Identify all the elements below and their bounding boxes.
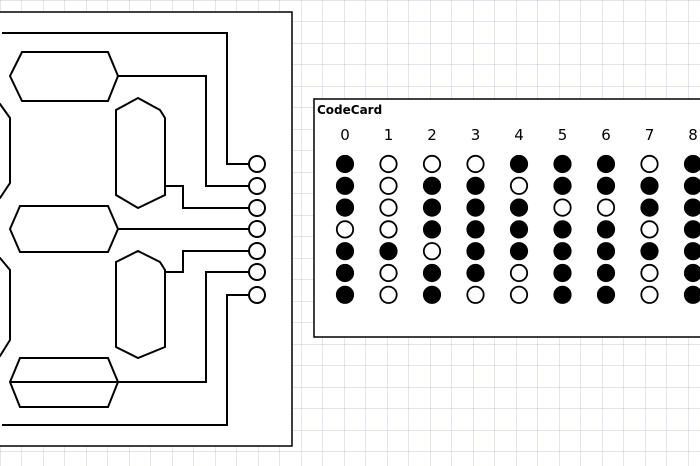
codecard-dot-filled (379, 242, 398, 261)
codecard-dot-empty (379, 176, 398, 195)
codecard-column-label: 6 (601, 126, 611, 144)
codecard-dot-filled (335, 154, 355, 174)
codecard-dot-filled (553, 285, 572, 304)
codecard-dot-filled (422, 285, 442, 304)
codecard-dot-filled (553, 263, 572, 283)
segment-top (8, 51, 120, 102)
wire-1 (2, 32, 249, 165)
terminal-4 (248, 220, 266, 238)
codecard-dot-filled (335, 176, 355, 195)
codecard-grid: 0 1 2 3 4 5 6 7 8 (335, 126, 700, 304)
codecard-dot-filled (596, 285, 616, 304)
codecard-dot-empty (509, 285, 529, 304)
codecard-dot-filled (509, 242, 529, 261)
codecard-dot-filled (422, 198, 442, 217)
codecard-dot-filled (335, 285, 355, 304)
codecard-dot-filled (553, 154, 572, 174)
segment-lower-right (115, 249, 166, 360)
codecard-dot-filled (335, 242, 355, 261)
codecard-dot-filled (553, 176, 572, 195)
codecard-dot-filled (422, 176, 442, 195)
codecard-dot-filled (335, 263, 355, 283)
codecard-dot-filled (422, 220, 442, 239)
codecard-column-label: 7 (645, 126, 655, 144)
codecard-dot-filled (509, 154, 529, 174)
codecard-dot-empty (640, 285, 659, 304)
codecard-column-label: 1 (384, 126, 394, 144)
codecard-dot-filled (683, 154, 700, 174)
terminal-7 (248, 286, 266, 304)
codecard-dot-empty (466, 285, 485, 304)
terminal-2 (248, 177, 266, 195)
codecard-dot-empty (379, 154, 398, 174)
codecard-dot-empty (379, 198, 398, 217)
codecard-dot-filled (596, 176, 616, 195)
codecard-dot-empty (379, 285, 398, 304)
terminal-6 (248, 263, 266, 281)
wire-6 (10, 271, 249, 383)
codecard-dot-empty (640, 220, 659, 239)
segment-upper-left (0, 103, 11, 199)
codecard-dot-empty (422, 154, 442, 174)
codecard-column-label: 4 (514, 126, 524, 144)
codecard-dot-filled (553, 242, 572, 261)
codecard-column-label: 3 (471, 126, 481, 144)
seven-segment-board (0, 11, 293, 447)
codecard-dot-filled (596, 154, 616, 174)
codecard-dot-filled (509, 220, 529, 239)
codecard-title: CodeCard (317, 103, 383, 117)
codecard-dot-empty (553, 198, 572, 217)
codecard-dot-empty (596, 198, 616, 217)
codecard-dot-filled (683, 220, 700, 239)
codecard-dot-empty (335, 220, 355, 239)
codecard-dot-empty (509, 176, 529, 195)
codecard-dot-filled (466, 220, 485, 239)
codecard-dot-filled (683, 176, 700, 195)
wire-7 (2, 294, 249, 426)
wire-3 (165, 185, 249, 209)
codecard-dot-empty (422, 242, 442, 261)
wire-5 (165, 250, 249, 273)
codecard-dot-filled (683, 263, 700, 283)
codecard-dot-filled (466, 242, 485, 261)
codecard-frame (313, 98, 700, 338)
codecard-dot-filled (466, 263, 485, 283)
codecard-dot-filled (683, 198, 700, 217)
codecard-column-label: 2 (427, 126, 437, 144)
codecard-dot-empty (509, 263, 529, 283)
codecard-dot-filled (422, 263, 442, 283)
terminal-5 (248, 242, 266, 260)
codecard-dot-filled (596, 263, 616, 283)
codecard-dot-filled (596, 242, 616, 261)
codecard-dot-filled (335, 198, 355, 217)
codecard-column-label: 5 (558, 126, 568, 144)
terminal-1 (248, 155, 266, 173)
codecard-dot-filled (596, 220, 616, 239)
codecard-dot-filled (509, 198, 529, 217)
codecard-dot-filled (640, 176, 659, 195)
codecard-dot-empty (379, 263, 398, 283)
segment-upper-right (115, 96, 166, 210)
codecard-dot-filled (466, 176, 485, 195)
codecard-dot-filled (640, 242, 659, 261)
segment-lower-left (0, 257, 11, 357)
codecard-column-label: 0 (340, 126, 350, 144)
codecard-dot-filled (466, 198, 485, 217)
terminal-3 (248, 199, 266, 217)
segment-middle (8, 205, 120, 253)
codecard-dot-empty (640, 154, 659, 174)
codecard-dot-filled (683, 285, 700, 304)
wire-2 (118, 75, 249, 187)
codecard-dot-filled (640, 198, 659, 217)
codecard-dot-empty (466, 154, 485, 174)
codecard-column-label: 8 (688, 126, 698, 144)
codecard-dot-filled (683, 242, 700, 261)
codecard-dot-empty (379, 220, 398, 239)
codecard-dot-empty (640, 263, 659, 283)
codecard-dot-filled (553, 220, 572, 239)
